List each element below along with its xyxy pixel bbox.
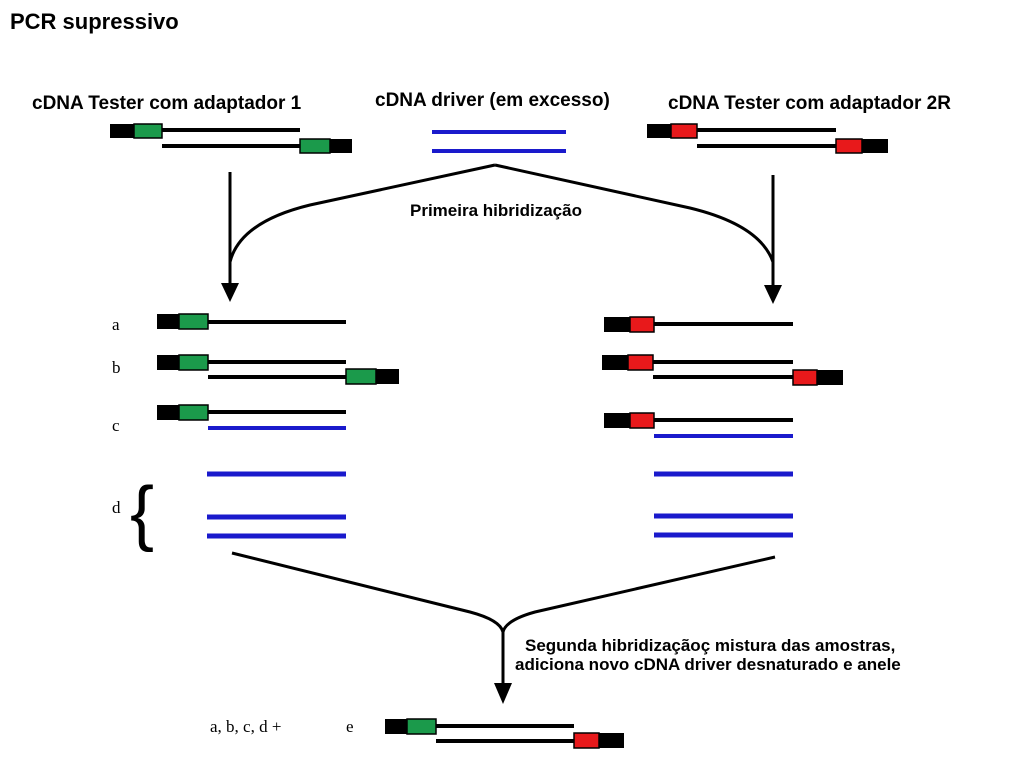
tester2-header: cDNA Tester com adaptador 2R: [668, 93, 951, 114]
right-row-b: [602, 354, 843, 386]
left-row-a: [157, 313, 346, 330]
row-label-b: b: [112, 358, 121, 377]
brace-d: {: [130, 473, 154, 553]
right-row-c: [604, 412, 793, 438]
left-row-b: [157, 354, 399, 385]
row-label-a: a: [112, 315, 120, 334]
result-reactants-label: a, b, c, d +: [210, 717, 281, 736]
product-e-molecule: [385, 718, 624, 749]
left-row-c: [157, 404, 346, 430]
driver-molecule: [432, 130, 566, 153]
tester1-header: cDNA Tester com adaptador 1: [32, 93, 302, 114]
tester2-molecule: [647, 123, 888, 154]
tester1-molecule: [110, 123, 352, 154]
second-hybridization-arrows: [231, 551, 776, 688]
arrowhead-right: [764, 285, 782, 304]
left-row-d: [207, 471, 346, 539]
second-hybridization-line2: adiciona novo cDNA driver desnaturado e …: [515, 655, 901, 674]
second-hybridization-line1: Segunda hibridizaçãoç mistura das amostr…: [525, 636, 895, 655]
right-row-a: [604, 316, 793, 333]
first-hybridization-arrows: [228, 163, 775, 290]
arrowhead-left: [221, 283, 239, 302]
right-row-d: [654, 471, 793, 538]
page-title: PCR supressivo: [10, 9, 179, 34]
driver-header: cDNA driver (em excesso): [375, 90, 610, 111]
arrowhead-bottom: [494, 683, 512, 704]
row-label-e: e: [346, 717, 354, 736]
row-label-d: d: [112, 498, 121, 517]
row-label-c: c: [112, 416, 120, 435]
first-hybridization-label: Primeira hibridização: [410, 201, 582, 220]
